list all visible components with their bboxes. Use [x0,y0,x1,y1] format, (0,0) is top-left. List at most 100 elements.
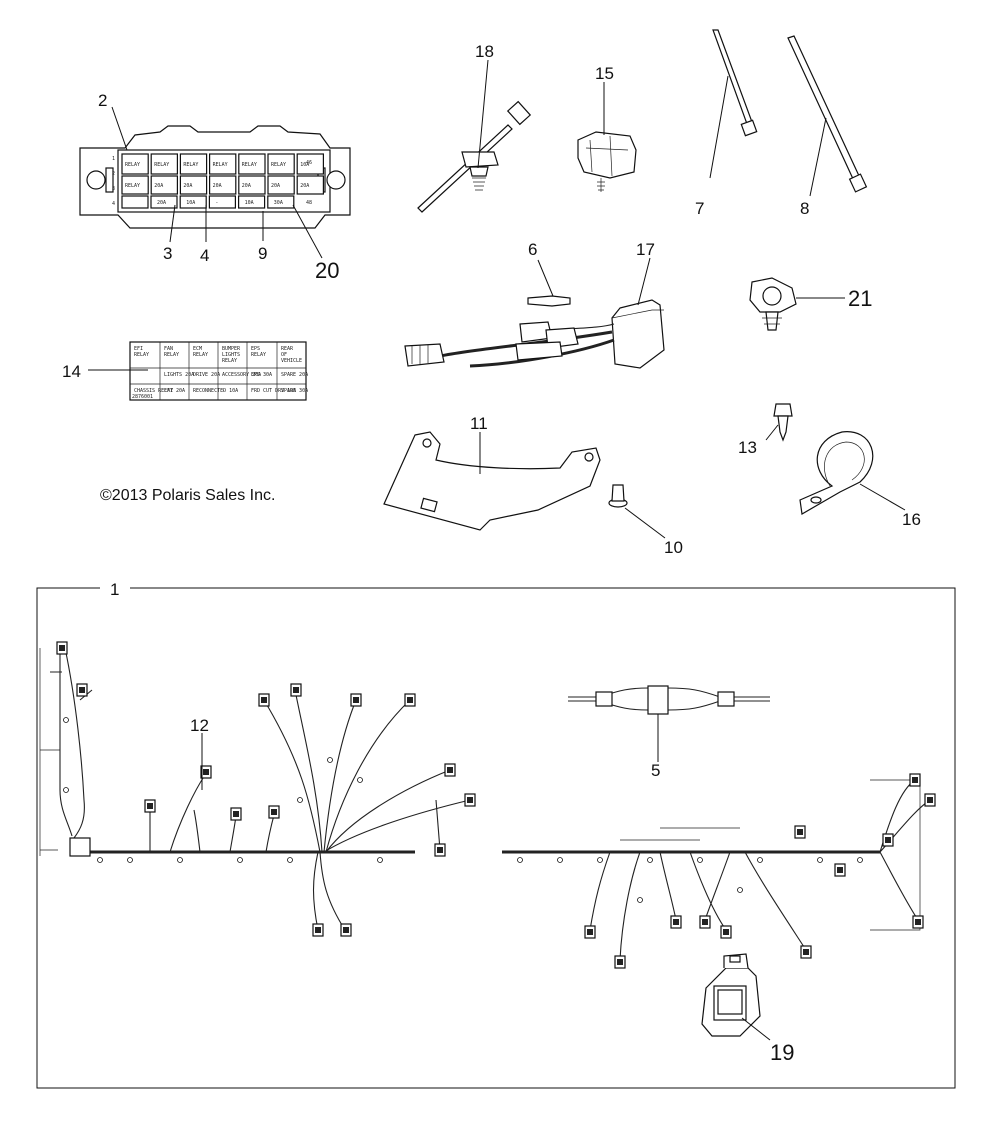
cable-tie-7 [712,29,758,137]
fuse-slot [150,175,178,195]
fuse-label: EFIRELAYFANRELAYECMRELAYBUMPERLIGHTSRELA… [129,341,308,401]
connector-pin [233,811,239,817]
connector-pin [203,769,209,775]
fuse-slot-label: 20A [157,200,166,206]
connector-pin [587,929,593,935]
label-row1: DRIVE 20A [193,372,220,378]
label-row2: SPARE 30A [281,388,308,394]
label-header: EPS [251,346,260,352]
connector-pin [79,687,85,693]
fuse-slot-label: 20A [271,183,280,189]
fuse-slot-label: 20A [213,183,222,189]
connector-pin [467,797,473,803]
harness-frame [36,587,956,1089]
fuse-slot [209,175,237,195]
label-row2: EFI 20A [164,388,185,394]
callout-14: 14 [62,362,81,381]
connector-pin [407,697,413,703]
callout-17: 17 [636,240,655,259]
fuse-slot-label: 10A [186,200,195,206]
label-header: RELAY [251,352,266,358]
harness-clip [517,857,523,863]
connector-pin [261,697,267,703]
connector-pin [673,919,679,925]
fuse-slot [238,175,266,195]
label-row1: ACCESSORY 20A [222,372,261,378]
connector-pin [702,919,708,925]
label-header: RELAY [222,358,237,364]
harness-clip [377,857,383,863]
connector-pin [803,949,809,955]
fuse-slot-label: 20A [154,183,163,189]
harness-clip [597,857,603,863]
harness-clip [697,857,703,863]
jumper-harness [568,685,770,715]
label-header: VEHICLE [281,358,302,364]
label-row2: FRD CUT DRV 10A [251,388,296,394]
connector-pin [59,645,65,651]
fuse-slot [238,153,266,175]
callout-5: 5 [651,761,660,780]
label-header: FAN [164,346,173,352]
fuse-slot [267,175,295,195]
callout-1: 1 [110,580,119,599]
connector-pin [293,687,299,693]
label-row2: CHASSIS RELAY [134,388,173,394]
label-header: ECM [193,346,202,352]
harness-clip [327,757,333,763]
connector-clip [577,131,637,192]
harness-clip [737,887,743,893]
connector-pin [723,929,729,935]
connector-pin [147,803,153,809]
bracket-plate [383,431,601,531]
label-header: RELAY [164,352,179,358]
cable-tie-push-mount [417,100,532,213]
fuse-slot [150,195,178,209]
callout-3: 3 [163,244,172,263]
sub-harness [404,295,665,369]
callout-7: 7 [695,199,704,218]
harness-clip [63,717,69,723]
harness-clip [63,787,69,793]
harness-clip [127,857,133,863]
fuse-slot [121,175,149,195]
right-harness [502,773,936,969]
callout-18: 18 [475,42,494,61]
label-row2: RECONNECTED 10A [193,388,238,394]
callout-15: 15 [595,64,614,83]
label-row1: LIGHTS 20A [164,372,194,378]
harness-clip [287,857,293,863]
connector-pin [912,777,918,783]
label-header: OF [281,352,287,358]
fuse-slot [208,195,236,209]
fuse-slot-label: RELAY [271,162,286,168]
fuse-slot-label: 10A [300,162,309,168]
callout-16: 16 [902,510,921,529]
label-header: EFI [134,346,143,352]
harness-clip [97,857,103,863]
callout-9: 9 [258,244,267,263]
label-row1: SPARE 20A [281,372,308,378]
label-row1: EPS 30A [251,372,272,378]
fuse-slot [238,195,266,209]
connector-pin [837,867,843,873]
fuse-slot-label: RELAY [154,162,169,168]
fuse-slot-label: RELAY [125,183,140,189]
connector-pin [353,697,359,703]
callout-19: 19 [770,1040,794,1065]
fuse-slot-label: RELAY [242,162,257,168]
label-header: REAR [281,346,294,352]
fuse-slot [179,175,208,195]
harness-clip [237,857,243,863]
callout-10: 10 [664,538,683,557]
fuse-slot-label: 10A [245,200,254,206]
callout-2: 2 [98,91,107,110]
left-harness [39,641,476,937]
screw [773,403,793,442]
connector-pin [797,829,803,835]
fuse-slot-label: 20A [183,183,192,189]
row-num-46: 46 [306,160,312,166]
label-header: RELAY [193,352,208,358]
callout-6: 6 [528,240,537,259]
